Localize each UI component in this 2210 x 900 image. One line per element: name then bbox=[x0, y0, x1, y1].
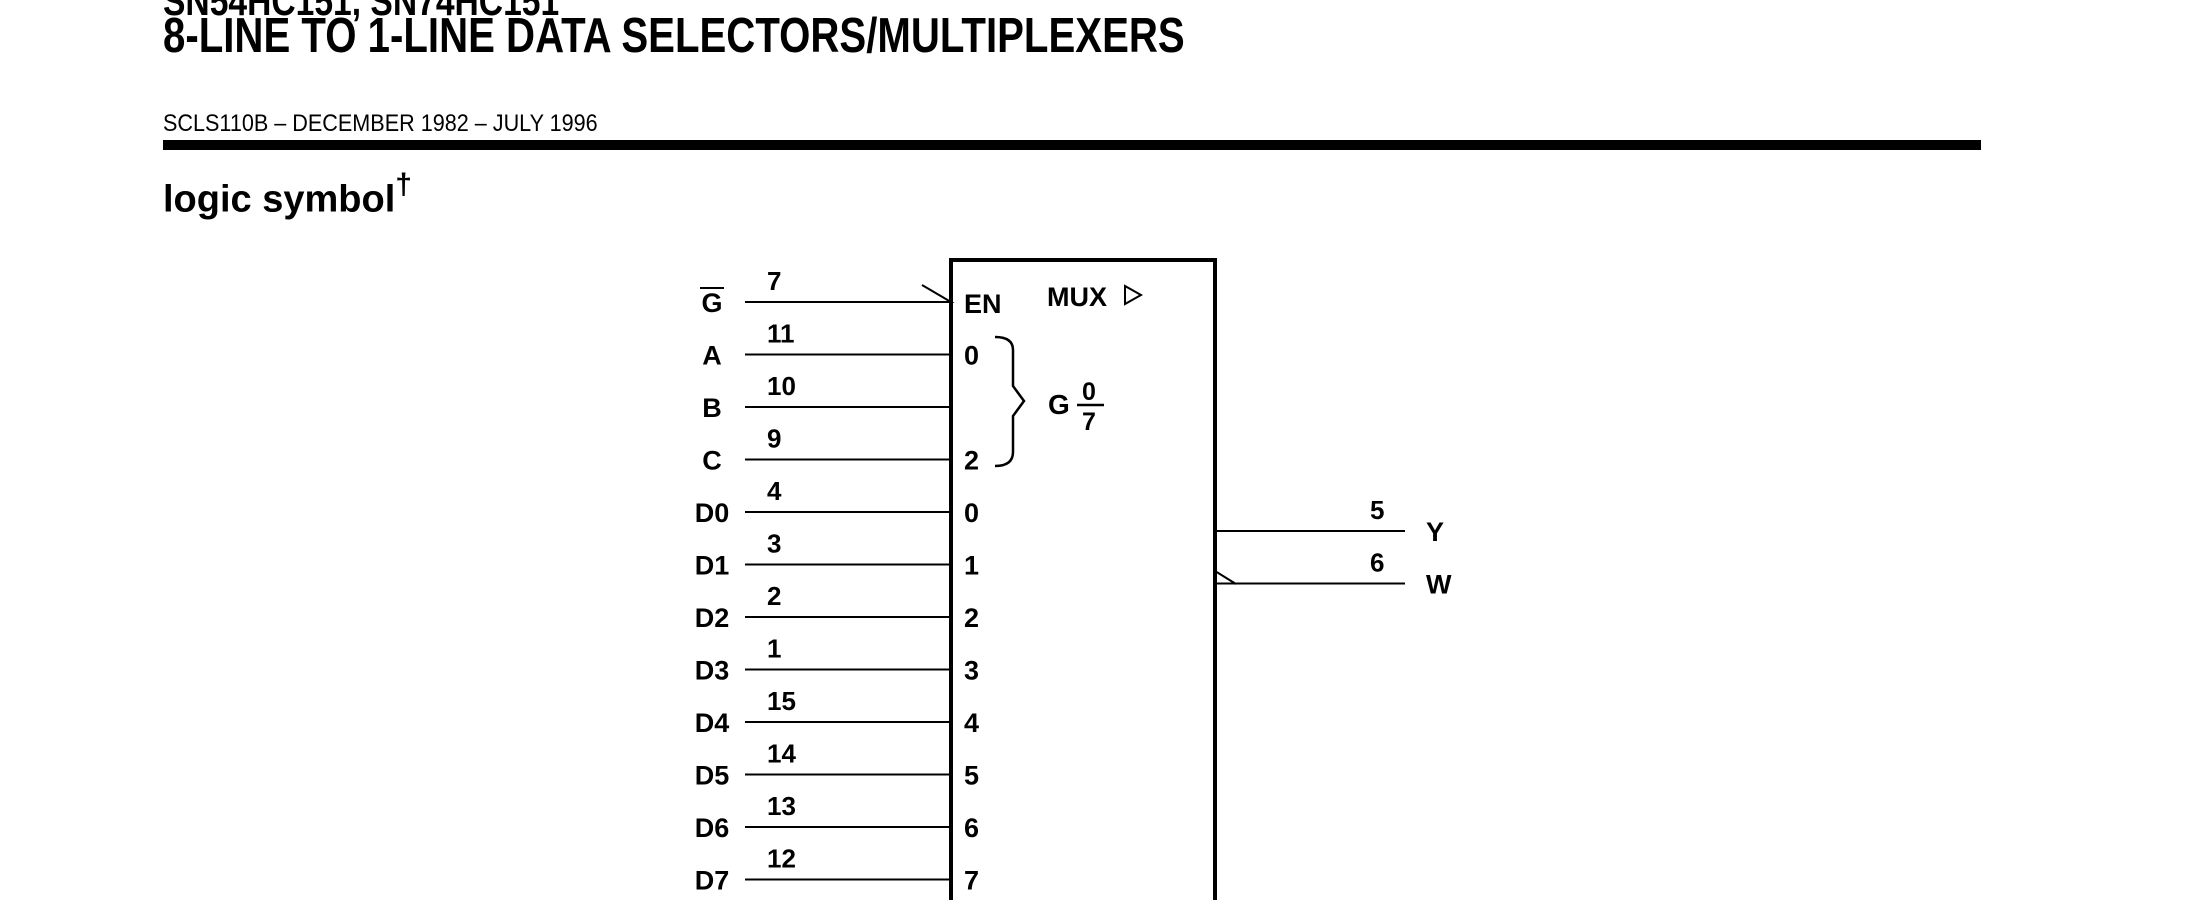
input-pin-d6: 13 bbox=[767, 791, 796, 821]
internal-label-c: 2 bbox=[964, 446, 979, 476]
mux-label: MUX bbox=[1047, 282, 1107, 312]
internal-label-d1: 1 bbox=[964, 551, 979, 581]
output-name-w: W bbox=[1426, 570, 1452, 600]
internal-label-d7: 7 bbox=[964, 866, 979, 896]
select-group-label: G bbox=[1048, 389, 1070, 420]
internal-label-d5: 5 bbox=[964, 761, 979, 791]
input-pin-g: 7 bbox=[767, 266, 781, 296]
dagger-footnote-mark: † bbox=[395, 168, 412, 201]
output-lines: 5Y 6W bbox=[1214, 495, 1452, 600]
header-rule bbox=[163, 140, 1981, 150]
select-range-bottom: 7 bbox=[1082, 408, 1096, 436]
internal-label-d6: 6 bbox=[964, 813, 979, 843]
input-name-a: A bbox=[702, 341, 722, 371]
input-pin-d0: 4 bbox=[767, 476, 782, 506]
select-brace bbox=[994, 335, 1026, 468]
input-pin-d4: 15 bbox=[767, 686, 796, 716]
input-name-d2: D2 bbox=[695, 603, 730, 633]
input-pin-a: 11 bbox=[767, 319, 795, 349]
input-name-d7: D7 bbox=[695, 866, 730, 896]
input-lines: G7A110B10C92D040D131D222D313D4154D5145D6… bbox=[695, 266, 979, 896]
internal-label-d3: 3 bbox=[964, 656, 979, 686]
input-name-d5: D5 bbox=[695, 761, 730, 791]
internal-label-d0: 0 bbox=[964, 498, 979, 528]
document-title: 8-LINE TO 1-LINE DATA SELECTORS/MULTIPLE… bbox=[163, 9, 1185, 63]
enable-label: EN bbox=[964, 289, 1002, 319]
input-name-d6: D6 bbox=[695, 813, 730, 843]
input-name-d1: D1 bbox=[695, 551, 730, 581]
internal-label-a: 0 bbox=[964, 341, 979, 371]
internal-label-d4: 4 bbox=[964, 708, 979, 738]
input-name-b: B bbox=[702, 393, 722, 423]
section-title-text: logic symbol bbox=[163, 178, 396, 221]
mux-triangle-icon bbox=[1124, 284, 1144, 306]
input-pin-c: 9 bbox=[767, 424, 781, 454]
input-name-d0: D0 bbox=[695, 498, 730, 528]
output-pin-w: 6 bbox=[1370, 548, 1384, 578]
input-pin-d2: 2 bbox=[767, 581, 781, 611]
internal-label-d2: 2 bbox=[964, 603, 979, 633]
cut-off-header-line: SN54HC151, SN74HC151 bbox=[163, 0, 560, 24]
input-name-d3: D3 bbox=[695, 656, 730, 686]
inversion-indicator-w bbox=[1214, 570, 1237, 585]
output-name-y: Y bbox=[1426, 517, 1444, 547]
mux-block bbox=[949, 258, 1217, 900]
section-title: logic symbol† bbox=[163, 168, 412, 222]
select-range-top: 0 bbox=[1082, 378, 1096, 406]
input-pin-d3: 1 bbox=[767, 634, 781, 664]
input-pin-b: 10 bbox=[767, 371, 796, 401]
input-pin-d7: 12 bbox=[767, 844, 796, 874]
document-id: SCLS110B – DECEMBER 1982 – JULY 1996 bbox=[163, 110, 598, 137]
input-name-c: C bbox=[702, 446, 722, 476]
input-pin-d5: 14 bbox=[767, 739, 796, 769]
output-pin-y: 5 bbox=[1370, 495, 1384, 525]
input-name-g: G bbox=[701, 288, 722, 318]
input-pin-d1: 3 bbox=[767, 529, 781, 559]
input-name-d4: D4 bbox=[695, 708, 730, 738]
active-low-indicator bbox=[921, 284, 955, 303]
